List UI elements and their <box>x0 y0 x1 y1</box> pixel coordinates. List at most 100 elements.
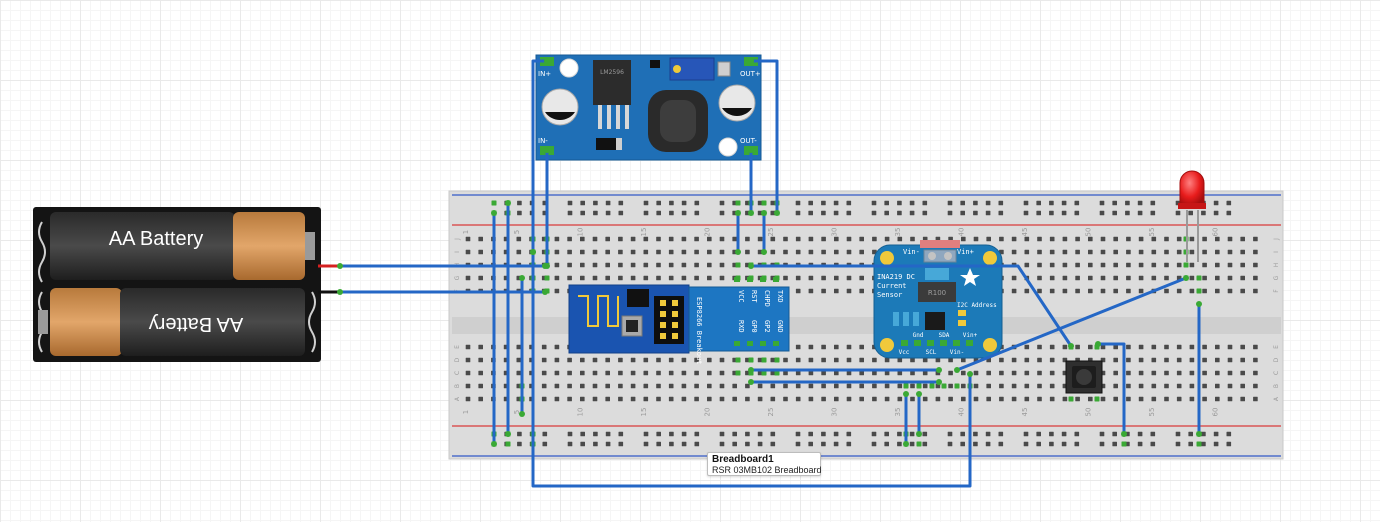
breadboard-hole[interactable] <box>554 249 560 255</box>
breadboard-hole[interactable] <box>961 357 966 363</box>
rail-hole[interactable] <box>732 441 737 447</box>
breadboard-hole[interactable] <box>821 396 826 402</box>
connected-hole[interactable] <box>1183 262 1189 268</box>
rail-hole[interactable] <box>1099 431 1105 437</box>
breadboard-hole[interactable] <box>1037 236 1042 242</box>
breadboard-hole[interactable] <box>834 357 839 363</box>
breadboard-hole[interactable] <box>681 236 687 242</box>
breadboard-hole[interactable] <box>757 357 763 363</box>
rail-hole[interactable] <box>960 441 965 447</box>
breadboard-hole[interactable] <box>707 370 712 376</box>
breadboard-hole[interactable] <box>846 383 852 389</box>
breadboard-hole[interactable] <box>1138 262 1144 268</box>
breadboard-hole[interactable] <box>1024 236 1030 242</box>
breadboard-hole[interactable] <box>1113 396 1118 402</box>
breadboard-hole[interactable] <box>1253 370 1258 376</box>
rail-hole[interactable] <box>770 441 776 447</box>
rail-hole[interactable] <box>1213 441 1219 447</box>
rail-hole[interactable] <box>909 210 915 216</box>
rail-hole[interactable] <box>1036 441 1041 447</box>
breadboard-hole[interactable] <box>1151 357 1157 363</box>
breadboard-hole[interactable] <box>770 370 776 376</box>
breadboard-hole[interactable] <box>1037 275 1042 281</box>
rail-hole[interactable] <box>605 441 611 447</box>
rail-hole[interactable] <box>719 210 725 216</box>
breadboard-hole[interactable] <box>910 396 915 402</box>
breadboard-hole[interactable] <box>580 249 585 255</box>
breadboard-hole[interactable] <box>808 370 814 376</box>
breadboard-hole[interactable] <box>757 370 763 376</box>
breadboard-hole[interactable] <box>935 357 941 363</box>
breadboard-hole[interactable] <box>643 396 649 402</box>
breadboard-hole[interactable] <box>681 249 687 255</box>
breadboard-hole[interactable] <box>986 396 991 402</box>
breadboard-hole[interactable] <box>1151 262 1157 268</box>
breadboard-hole[interactable] <box>554 236 560 242</box>
breadboard-hole[interactable] <box>922 396 928 402</box>
rail-hole[interactable] <box>960 200 965 206</box>
breadboard-hole[interactable] <box>783 357 788 363</box>
breadboard-hole[interactable] <box>1138 249 1144 255</box>
breadboard-hole[interactable] <box>592 396 598 402</box>
breadboard-hole[interactable] <box>884 370 890 376</box>
breadboard-hole[interactable] <box>605 236 610 242</box>
rail-hole[interactable] <box>1213 210 1219 216</box>
rail-hole[interactable] <box>985 210 991 216</box>
breadboard-hole[interactable] <box>1049 344 1055 350</box>
breadboard-hole[interactable] <box>1113 262 1118 268</box>
breadboard-hole[interactable] <box>719 249 725 255</box>
breadboard-hole[interactable] <box>1202 236 1207 242</box>
rail-hole[interactable] <box>681 200 687 206</box>
breadboard-hole[interactable] <box>1088 344 1093 350</box>
rail-hole[interactable] <box>1226 200 1232 206</box>
breadboard-hole[interactable] <box>872 236 877 242</box>
breadboard-hole[interactable] <box>795 396 801 402</box>
breadboard-hole[interactable] <box>732 236 737 242</box>
rail-hole[interactable] <box>960 431 965 437</box>
breadboard-hole[interactable] <box>618 275 623 281</box>
breadboard-hole[interactable] <box>707 357 712 363</box>
breadboard-hole[interactable] <box>1024 396 1030 402</box>
breadboard-hole[interactable] <box>1227 357 1233 363</box>
breadboard-hole[interactable] <box>1126 249 1131 255</box>
rail-hole[interactable] <box>757 431 763 437</box>
breadboard-hole[interactable] <box>999 370 1004 376</box>
breadboard-hole[interactable] <box>1049 357 1055 363</box>
breadboard-hole[interactable] <box>516 344 522 350</box>
breadboard-hole[interactable] <box>999 236 1004 242</box>
rail-hole[interactable] <box>643 431 649 437</box>
breadboard-hole[interactable] <box>592 249 598 255</box>
rail-hole[interactable] <box>669 441 674 447</box>
rail-hole[interactable] <box>1226 441 1232 447</box>
breadboard-hole[interactable] <box>1227 288 1233 294</box>
connected-hole[interactable] <box>1068 396 1074 402</box>
rail-hole[interactable] <box>1226 210 1232 216</box>
breadboard-hole[interactable] <box>554 275 560 281</box>
rail-hole[interactable] <box>618 441 624 447</box>
breadboard-hole[interactable] <box>770 383 776 389</box>
breadboard-hole[interactable] <box>834 288 839 294</box>
rail-hole[interactable] <box>795 200 801 206</box>
breadboard-hole[interactable] <box>643 275 649 281</box>
rail-hole[interactable] <box>719 441 725 447</box>
connected-hole[interactable] <box>954 383 960 389</box>
rail-hole[interactable] <box>1036 210 1041 216</box>
breadboard-hole[interactable] <box>1088 275 1093 281</box>
breadboard-hole[interactable] <box>922 357 928 363</box>
breadboard-hole[interactable] <box>846 370 852 376</box>
connected-hole[interactable] <box>929 383 935 389</box>
breadboard-hole[interactable] <box>618 262 623 268</box>
rail-hole[interactable] <box>517 200 522 206</box>
breadboard-hole[interactable] <box>1240 383 1245 389</box>
breadboard-hole[interactable] <box>808 249 814 255</box>
breadboard-hole[interactable] <box>1215 249 1220 255</box>
rail-hole[interactable] <box>998 210 1004 216</box>
breadboard-hole[interactable] <box>605 275 610 281</box>
breadboard-hole[interactable] <box>719 396 725 402</box>
breadboard-hole[interactable] <box>630 383 636 389</box>
breadboard-hole[interactable] <box>1176 383 1182 389</box>
breadboard-hole[interactable] <box>1024 288 1030 294</box>
breadboard-hole[interactable] <box>618 249 623 255</box>
breadboard-hole[interactable] <box>1253 396 1258 402</box>
breadboard-hole[interactable] <box>1138 396 1144 402</box>
